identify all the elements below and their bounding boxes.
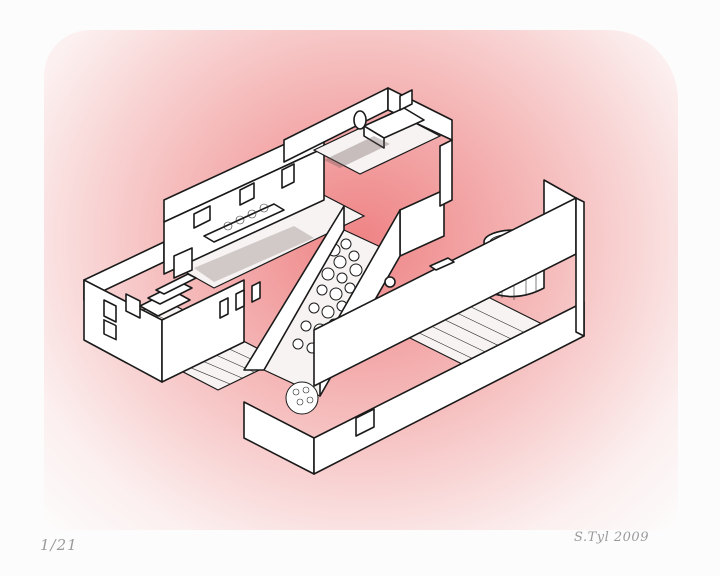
- chairs: [219, 281, 261, 319]
- left-block-front-wall: [83, 279, 163, 383]
- round-bush: [285, 381, 319, 415]
- right-corner-wall: [575, 197, 585, 337]
- bench: [429, 257, 455, 271]
- hall-rug: [194, 226, 314, 282]
- bedroom-rug: [324, 136, 390, 168]
- plant-pot: [384, 276, 396, 288]
- left-window-a: [103, 299, 117, 323]
- front-window: [355, 408, 375, 437]
- bedroom-window: [399, 89, 413, 111]
- artist-signature: S.Tyl 2009: [574, 530, 649, 545]
- corridor-divider-wall: [399, 189, 445, 257]
- left-window-b: [125, 293, 141, 319]
- rear-window-1: [193, 205, 211, 229]
- bush-texture: [292, 386, 314, 406]
- pink-spray-background: [44, 30, 678, 530]
- bedroom-right-wall: [439, 139, 453, 207]
- bedroom-mirror: [353, 110, 367, 130]
- ball-pit: [292, 238, 363, 354]
- rear-window-2: [239, 182, 255, 206]
- counter-items: [223, 203, 269, 231]
- bed-side: [363, 125, 385, 149]
- left-window-1: [103, 319, 117, 341]
- rear-window-3: [281, 163, 295, 189]
- stove: [173, 247, 193, 279]
- edition-number: 1/21: [40, 536, 78, 554]
- isometric-house-illustration: [83, 87, 585, 475]
- corridor-left-wall: [243, 205, 345, 371]
- kitchen-counter: [203, 203, 285, 243]
- staircase: [139, 273, 197, 317]
